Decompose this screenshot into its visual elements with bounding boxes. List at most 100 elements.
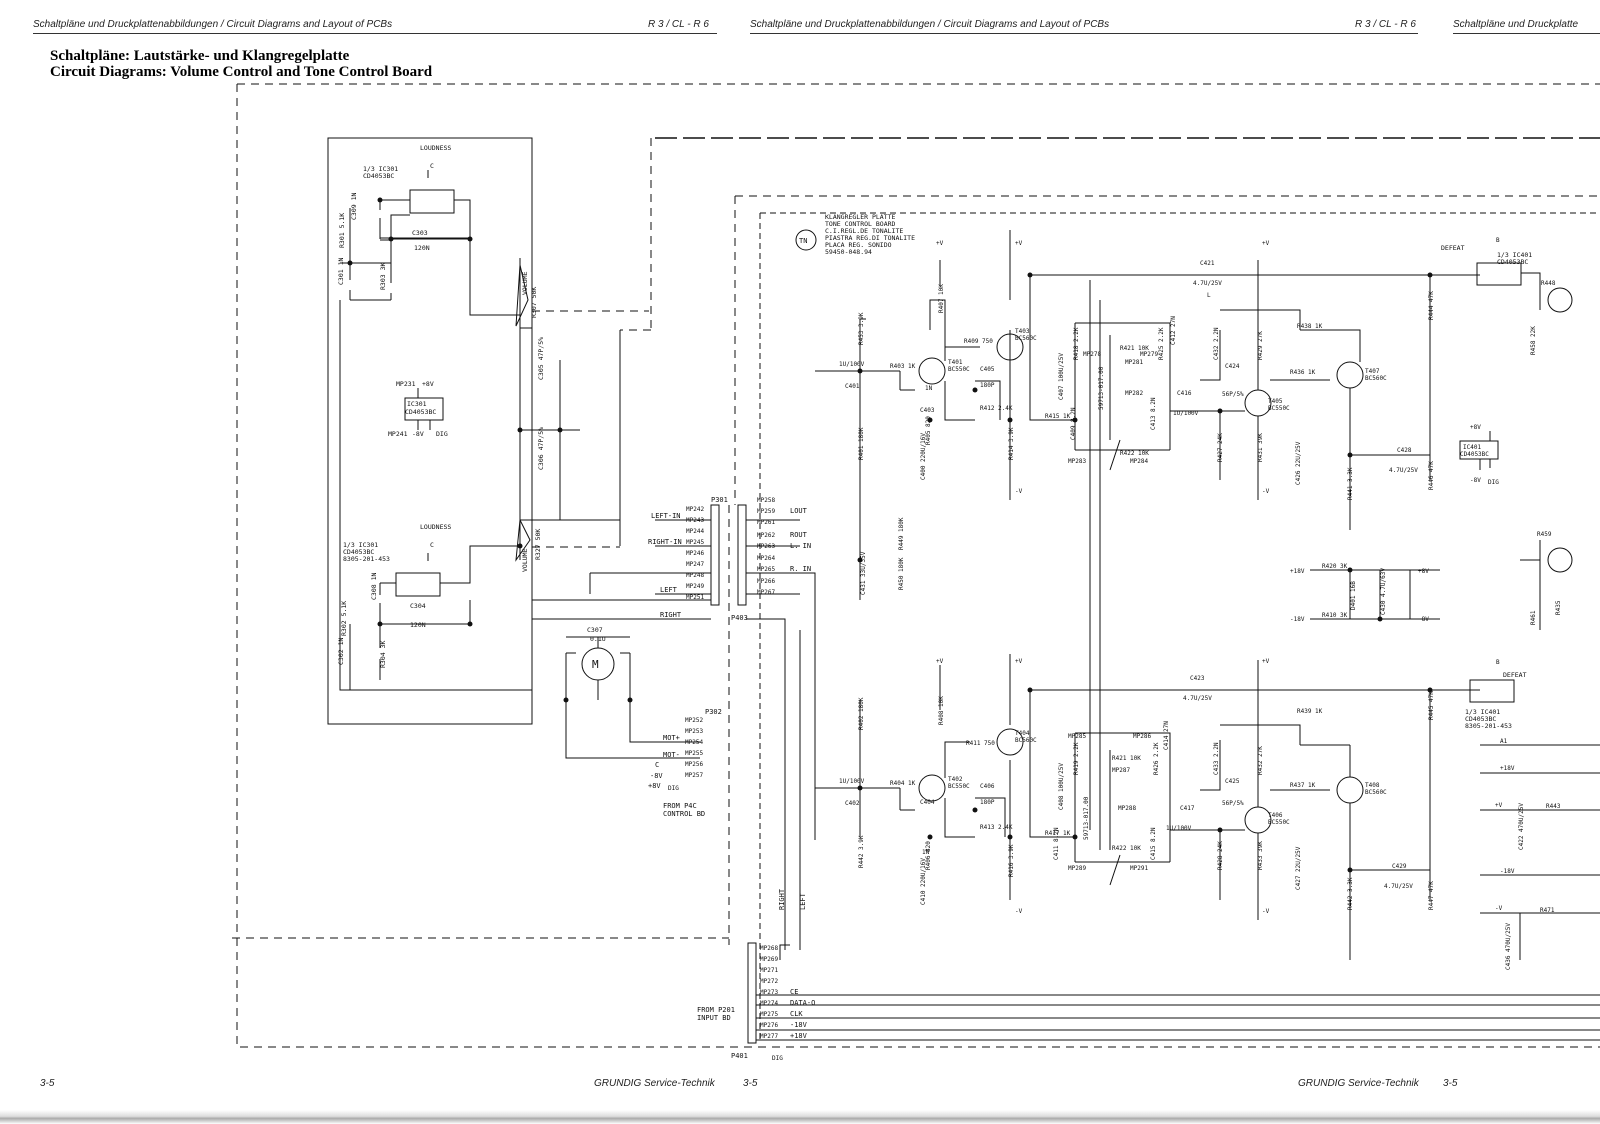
footer-right-brand: GRUNDIG Service-Technik <box>1298 1078 1419 1089</box>
r437-label: R437 1K <box>1290 782 1316 789</box>
t402-plus-v: +V <box>936 658 944 665</box>
header-rule-right <box>1453 33 1600 34</box>
r418-label: R418 2.2K <box>1073 327 1080 360</box>
t402-type: BC550C <box>948 783 970 790</box>
t406-type: BC550C <box>1268 819 1290 826</box>
c405-label: C405 <box>980 366 995 373</box>
r449-label: R449 180K <box>898 517 905 550</box>
r450-label: R450 180K <box>898 557 905 590</box>
signal-mot-minus: MOT- <box>663 751 680 759</box>
t401-label: T401 <box>948 359 963 366</box>
r446-label: R446 47K <box>1428 461 1435 490</box>
r425-label: R425 2.2K <box>1158 327 1165 360</box>
c309-label: C309 1N <box>350 193 358 220</box>
r401-label: R401 180K <box>858 427 865 460</box>
c429-value: 4.7U/25V <box>1384 883 1413 890</box>
ic401-minus8v: -8V <box>1470 477 1481 484</box>
r435-label: R435 <box>1555 600 1562 615</box>
c422-label: C422 470U/25V <box>1518 803 1525 850</box>
r443-label: R443 <box>1546 803 1561 810</box>
r407-label: R407 10K <box>938 284 945 313</box>
c428-value: 4.7U/25V <box>1389 467 1418 474</box>
signal-minus8v: -8V <box>650 772 663 780</box>
c415-label: C415 8.2N <box>1150 827 1157 860</box>
tone-board-name-2: TONE CONTROL BOARD <box>825 220 896 228</box>
footer-left-page: 3-5 <box>40 1078 55 1089</box>
r441-label: R441 3.3K <box>1347 467 1354 500</box>
r410-label: R410 3K <box>1322 612 1348 619</box>
r429-label: R429 27K <box>1257 331 1264 360</box>
footer-left-brand: GRUNDIG Service-Technik <box>594 1078 715 1089</box>
footer-right-page: 3-5 <box>1443 1078 1458 1089</box>
signal-data-o: DATA-O <box>790 999 815 1007</box>
mp288-label: MP288 <box>1118 805 1136 812</box>
r405-label: R405 820 <box>925 416 932 445</box>
tone-board-name-5: PLACA REG. SONIDO <box>825 241 892 249</box>
signal-left-in: LEFT-IN <box>651 512 681 520</box>
c403-label: C403 <box>920 407 935 414</box>
mp282-label: MP282 <box>1125 390 1143 397</box>
header-mid-model: R 3 / CL - R 6 <box>1355 19 1416 30</box>
p401-pin-4: MP272 <box>760 978 778 985</box>
c428-label: C428 <box>1397 447 1412 454</box>
p401-pin-2: MP269 <box>760 956 778 963</box>
tone-board-name-1: KLANGREGLER PLATTE <box>825 213 896 221</box>
p301-pin-4: MP245 <box>686 539 704 546</box>
c303-value: 120N <box>414 244 430 252</box>
footer-mid-page: 3-5 <box>743 1078 758 1089</box>
p301-pin-8: MP249 <box>686 583 704 590</box>
p403-pin-2: MP259 <box>757 508 775 515</box>
r461-label: R461 <box>1530 610 1537 625</box>
ic401-dig: DIG <box>1488 479 1499 486</box>
p401-dig: DIG <box>772 1055 783 1062</box>
p401-pin-1: MP268 <box>760 945 778 952</box>
r412-label: R412 2.4K <box>980 405 1013 412</box>
t403-plus-v: +V <box>1015 240 1023 247</box>
p301-label: P301 <box>711 496 728 504</box>
c306-label: C306 47P/5% <box>537 427 545 470</box>
ic401a-type: CD4053BC <box>1497 258 1528 266</box>
ic301-plus8v: +8V <box>422 380 434 388</box>
signal-plus8v: +8V <box>648 782 661 790</box>
header-right-title: Schaltpläne und Druckplatte <box>1453 19 1579 30</box>
c412-label: C412 27N <box>1170 316 1177 345</box>
c413-label: C413 8.2N <box>1150 397 1157 430</box>
r471-label: R471 <box>1540 907 1555 914</box>
p301-pin-5: MP246 <box>686 550 704 557</box>
signal-right-in: RIGHT-IN <box>648 538 682 546</box>
rail-plus18v-right: +18V <box>1500 765 1515 772</box>
signal-r-in: R. IN <box>790 565 811 573</box>
r327-label: R327 50K <box>534 529 542 560</box>
r439-label: R439 1K <box>1297 708 1323 715</box>
junction-dots <box>347 197 1433 873</box>
c416-value: 1U/100V <box>1173 410 1199 417</box>
signal-mot-plus: MOT+ <box>663 734 680 742</box>
t401-plus-v: +V <box>936 240 944 247</box>
header-left-title: Schaltpläne und Druckplattenabbildungen … <box>33 19 393 30</box>
mp278-label: MP278 <box>1083 351 1101 358</box>
r442b-label: R442 3.9K <box>858 835 865 868</box>
r427-label: R427 24K <box>1217 433 1224 462</box>
p401-from-1: FROM P201 <box>697 1006 735 1014</box>
r442-label: R442 3.3K <box>1347 877 1354 910</box>
ic401a-label: 1/3 IC401 <box>1497 251 1532 259</box>
p302-dig: DIG <box>668 785 679 792</box>
r447-label: R447 47K <box>1428 881 1435 910</box>
p401-pin-8: MP276 <box>760 1022 778 1029</box>
mp283-label: MP283 <box>1068 458 1086 465</box>
defeat-top-label: DEFEAT <box>1441 244 1465 252</box>
c425-value: 56P/5% <box>1222 800 1244 807</box>
c427-label: C427 22U/25V <box>1295 846 1302 890</box>
ic401b-partno: 8305-201-453 <box>1465 722 1512 730</box>
c410-label: C410 220U/16V <box>920 858 927 905</box>
mp241-label: MP241 <box>388 430 408 438</box>
c432-label: C432 2.2N <box>1213 327 1220 360</box>
p401-left-label: LEFT <box>799 892 807 910</box>
p401-pin-6: MP274 <box>760 1000 778 1007</box>
c421-label: C421 <box>1200 260 1215 267</box>
c405-value: 180P <box>980 382 995 389</box>
defeat-bottom-label: DEFEAT <box>1503 671 1527 679</box>
signal-rout: ROUT <box>790 531 808 539</box>
r420-label: R420 3K <box>1322 563 1348 570</box>
t405-minus-v: -V <box>1262 488 1270 495</box>
